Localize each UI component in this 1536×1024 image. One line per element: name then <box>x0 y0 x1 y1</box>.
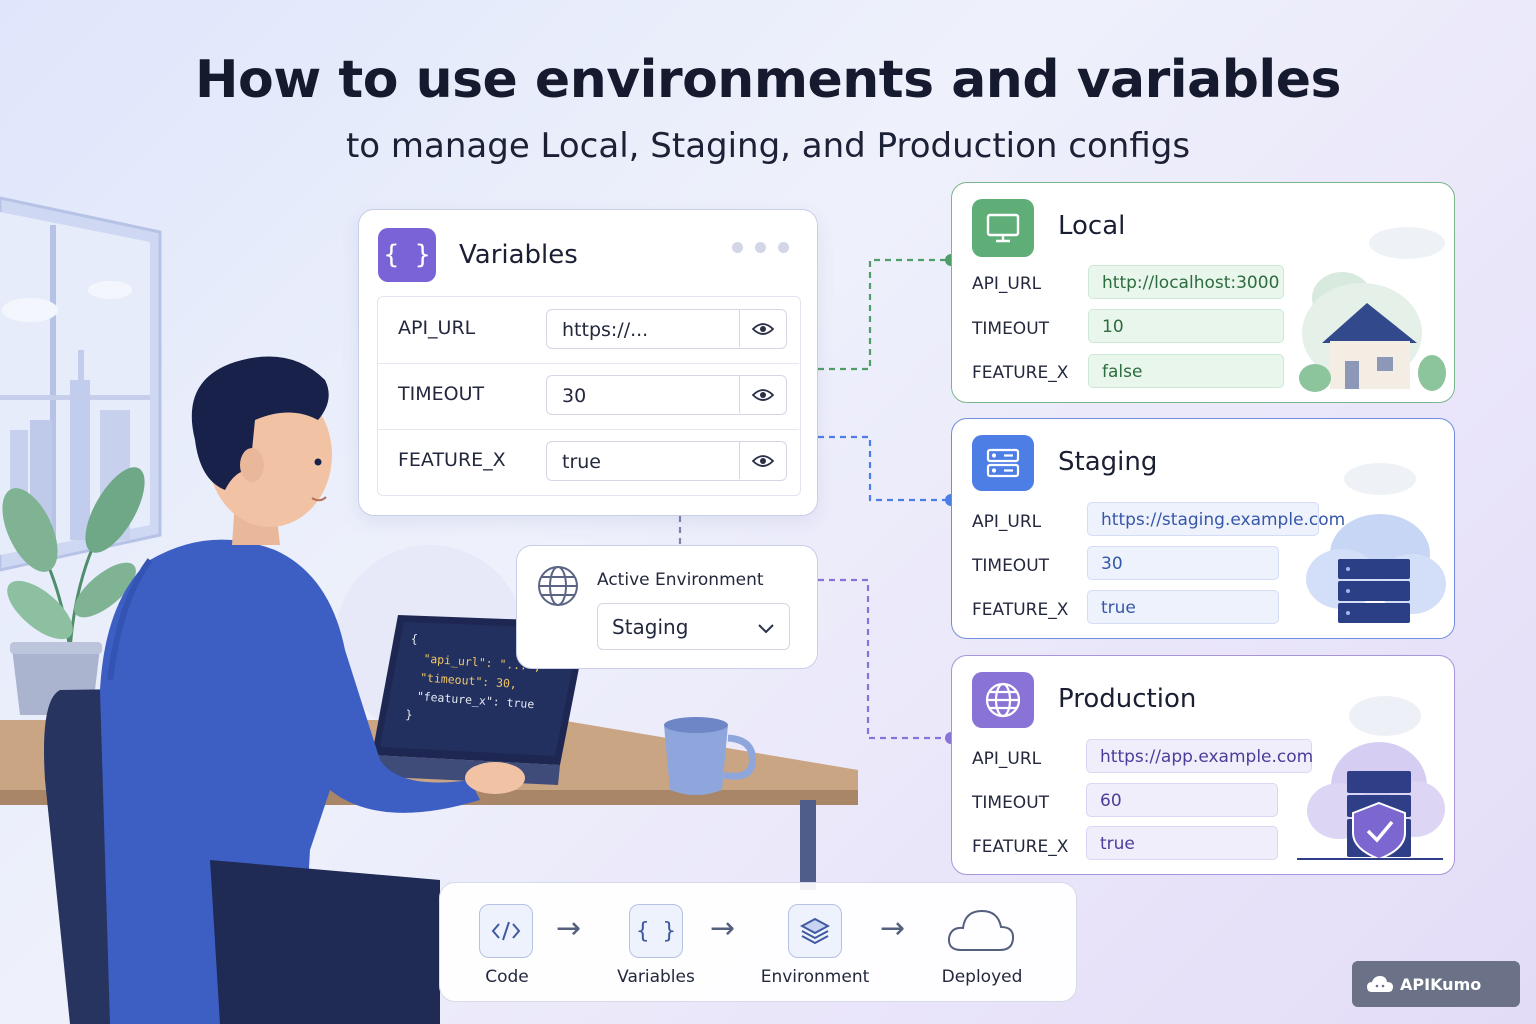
monitor-icon <box>972 199 1034 257</box>
variable-value: https://... <box>562 319 649 341</box>
env-value[interactable]: true <box>1086 826 1278 860</box>
eye-icon[interactable] <box>739 310 786 347</box>
env-key: TIMEOUT <box>972 319 1050 339</box>
environment-name: Staging <box>1058 447 1158 477</box>
environment-card-staging: Staging API_URL TIMEOUT FEATURE_X https:… <box>951 418 1455 639</box>
env-key: FEATURE_X <box>972 363 1069 383</box>
variable-value-field[interactable]: 30 <box>546 375 787 415</box>
env-key: TIMEOUT <box>972 793 1050 813</box>
pipeline-step-label: Variables <box>617 967 695 987</box>
variable-value-field[interactable]: true <box>546 441 787 481</box>
environment-name: Production <box>1058 684 1197 714</box>
variable-value-field[interactable]: https://... <box>546 309 787 349</box>
environment-select[interactable]: Staging <box>597 603 790 650</box>
environment-select-value: Staging <box>612 615 689 639</box>
pipeline-step-label: Code <box>485 967 529 987</box>
environment-card-local: Local API_URL TIMEOUT FEATURE_X http://l… <box>951 182 1455 403</box>
env-value[interactable]: http://localhost:3000 <box>1088 265 1284 299</box>
window-dot <box>732 242 743 253</box>
variables-table: API_URL https://... TIMEOUT 30 FEATURE_X… <box>377 296 801 496</box>
env-value[interactable]: 60 <box>1086 783 1278 817</box>
variable-value: 30 <box>562 385 587 407</box>
variables-panel: { } Variables API_URL https://... TIMEOU… <box>358 209 818 516</box>
variables-title: Variables <box>459 240 578 270</box>
layers-icon <box>788 904 842 958</box>
code-icon <box>479 904 533 958</box>
env-value[interactable]: false <box>1088 354 1284 388</box>
env-key: FEATURE_X <box>972 837 1069 857</box>
cloud-icon <box>946 905 1016 959</box>
env-key: API_URL <box>972 749 1042 769</box>
page-subtitle: to manage Local, Staging, and Production… <box>345 126 1191 166</box>
active-environment-label: Active Environment <box>597 570 764 590</box>
variable-key: TIMEOUT <box>398 383 485 405</box>
globe-icon <box>537 565 579 611</box>
environment-card-production: Production API_URL TIMEOUT FEATURE_X htt… <box>951 655 1455 875</box>
server-cloud-illustration <box>1306 463 1446 623</box>
environment-name: Local <box>1058 211 1126 241</box>
variable-row: FEATURE_X true <box>378 429 799 495</box>
connector-lines <box>678 258 951 740</box>
arrow-icon: → <box>556 911 582 946</box>
env-key: FEATURE_X <box>972 600 1069 620</box>
secure-server-illustration <box>1297 696 1445 861</box>
env-value[interactable]: https://app.example.com <box>1086 739 1313 773</box>
env-value[interactable]: true <box>1087 590 1279 624</box>
variable-key: API_URL <box>398 317 476 339</box>
plant-illustration <box>2 467 145 715</box>
variable-row: API_URL https://... <box>378 297 799 364</box>
env-key: API_URL <box>972 274 1042 294</box>
env-value[interactable]: https://staging.example.com <box>1087 502 1345 536</box>
mug-illustration <box>664 717 756 795</box>
brand-name: APIKumo <box>1400 974 1482 994</box>
active-environment-panel: Active Environment Staging <box>516 545 818 669</box>
variable-value: true <box>562 451 601 473</box>
env-key: API_URL <box>972 512 1042 532</box>
house-illustration <box>1299 227 1446 392</box>
person-illustration <box>100 356 525 1024</box>
braces-icon: { } <box>629 904 683 958</box>
arrow-icon: → <box>710 911 736 946</box>
braces-icon: { } <box>378 228 436 282</box>
arrow-icon: → <box>880 911 906 946</box>
chevron-down-icon <box>757 620 775 639</box>
variable-key: FEATURE_X <box>398 449 506 471</box>
variable-row: TIMEOUT 30 <box>378 363 799 430</box>
env-value[interactable]: 10 <box>1088 309 1284 343</box>
eye-icon[interactable] <box>739 442 786 479</box>
env-key: TIMEOUT <box>972 556 1050 576</box>
env-value[interactable]: 30 <box>1087 546 1279 580</box>
globe-icon <box>972 672 1034 728</box>
page-title: How to use environments and variables <box>195 50 1341 110</box>
pipeline-step-label: Environment <box>760 967 870 987</box>
brand-badge: APIKumo <box>1352 961 1520 1007</box>
server-icon <box>972 435 1034 491</box>
pipeline-step-label: Deployed <box>941 967 1023 987</box>
window-dot <box>778 242 789 253</box>
cloud-logo-icon <box>1366 974 1394 994</box>
eye-icon[interactable] <box>739 376 786 413</box>
deployment-pipeline: Code → { } Variables → Environment → Dep… <box>439 882 1077 1002</box>
window-dot <box>755 242 766 253</box>
